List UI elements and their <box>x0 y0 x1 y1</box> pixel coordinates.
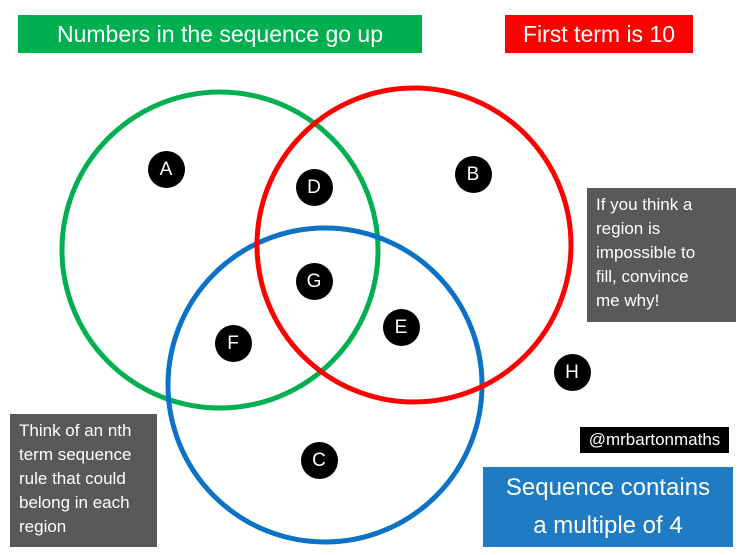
twitter-handle: @mrbartonmaths <box>580 427 729 453</box>
region-label-D: D <box>295 168 333 206</box>
region-label-C: C <box>300 441 338 479</box>
rule-banner-sequence-go-up: Numbers in the sequence go up <box>18 15 422 53</box>
note-impossible-region: If you think a region is impossible to f… <box>587 188 736 322</box>
region-label-B: B <box>454 155 492 193</box>
region-label-A: A <box>147 150 185 188</box>
region-label-F: F <box>214 324 252 362</box>
note-nth-term-task: Think of an nth term sequence rule that … <box>10 414 157 547</box>
region-label-E: E <box>382 308 420 346</box>
region-label-G: G <box>295 262 333 300</box>
venn-circle-green <box>59 89 381 411</box>
venn-circle-red <box>254 85 574 405</box>
rule-banner-first-term-10: First term is 10 <box>505 15 693 53</box>
region-label-H: H <box>553 353 591 391</box>
rule-banner-multiple-of-4: Sequence contains a multiple of 4 <box>483 467 733 547</box>
